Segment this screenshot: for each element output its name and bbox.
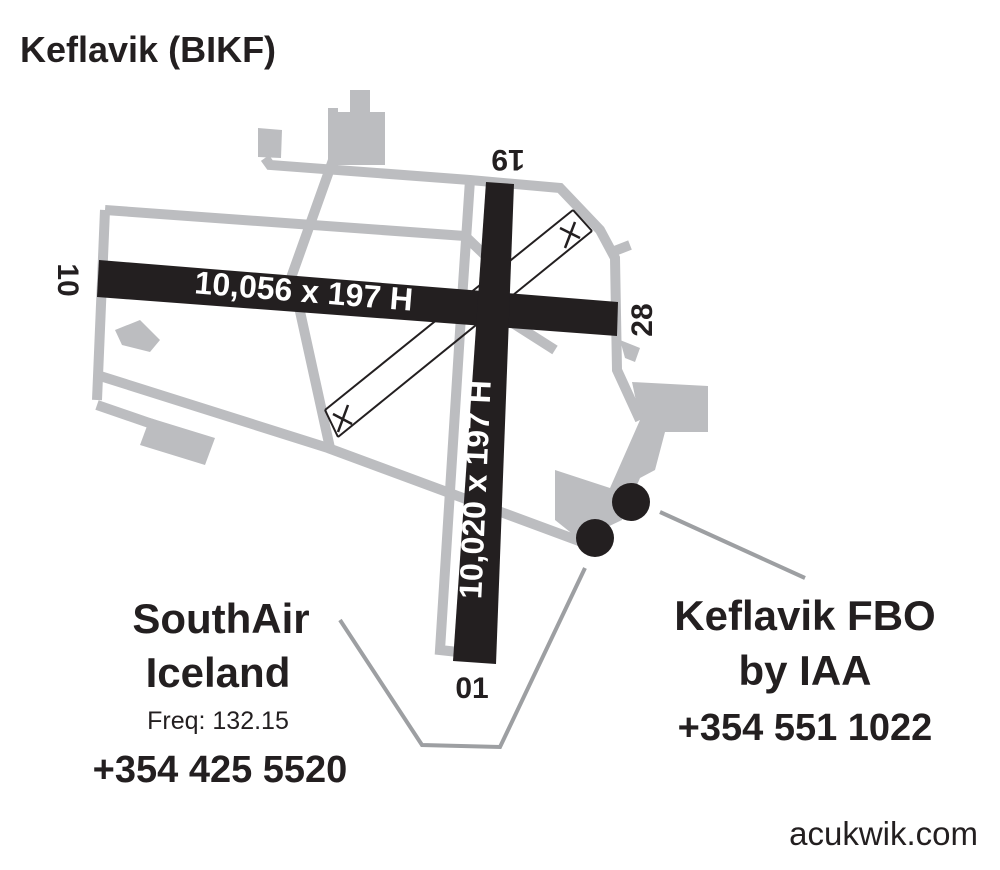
runway-end-19: 19 <box>491 143 524 176</box>
footer-link[interactable]: acukwik.com <box>789 815 978 852</box>
runway-end-28: 28 <box>626 303 659 336</box>
closed-x-icon <box>332 404 353 433</box>
fbo-name: by IAA <box>738 647 871 694</box>
runway-end-10: 10 <box>51 263 84 296</box>
fbo-marker-keflavik-fbo[interactable] <box>612 483 650 521</box>
airport-title: Keflavik (BIKF) <box>20 29 276 70</box>
fbo-name: Keflavik FBO <box>674 592 935 639</box>
fbo-frequency: Freq: 132.15 <box>147 707 289 735</box>
fbo-phone: +354 551 1022 <box>678 707 933 749</box>
taxiways <box>92 108 645 657</box>
fbo-name: SouthAir <box>132 595 309 642</box>
closed-x-icon <box>559 221 581 249</box>
fbo-phone: +354 425 5520 <box>93 749 348 791</box>
runway-01-19 <box>453 182 514 664</box>
fbo-marker-southair[interactable] <box>576 519 614 557</box>
leader-line-southair <box>338 567 587 750</box>
fbo-southair: SouthAir Iceland Freq: 132.15 +354 425 5… <box>93 595 348 791</box>
runway-end-01: 01 <box>455 672 488 705</box>
buildings <box>115 90 708 540</box>
fbo-keflavik: Keflavik FBO by IAA +354 551 1022 <box>674 592 935 749</box>
leader-line-keflavik-fbo <box>659 510 806 580</box>
fbo-name: Iceland <box>146 649 291 696</box>
